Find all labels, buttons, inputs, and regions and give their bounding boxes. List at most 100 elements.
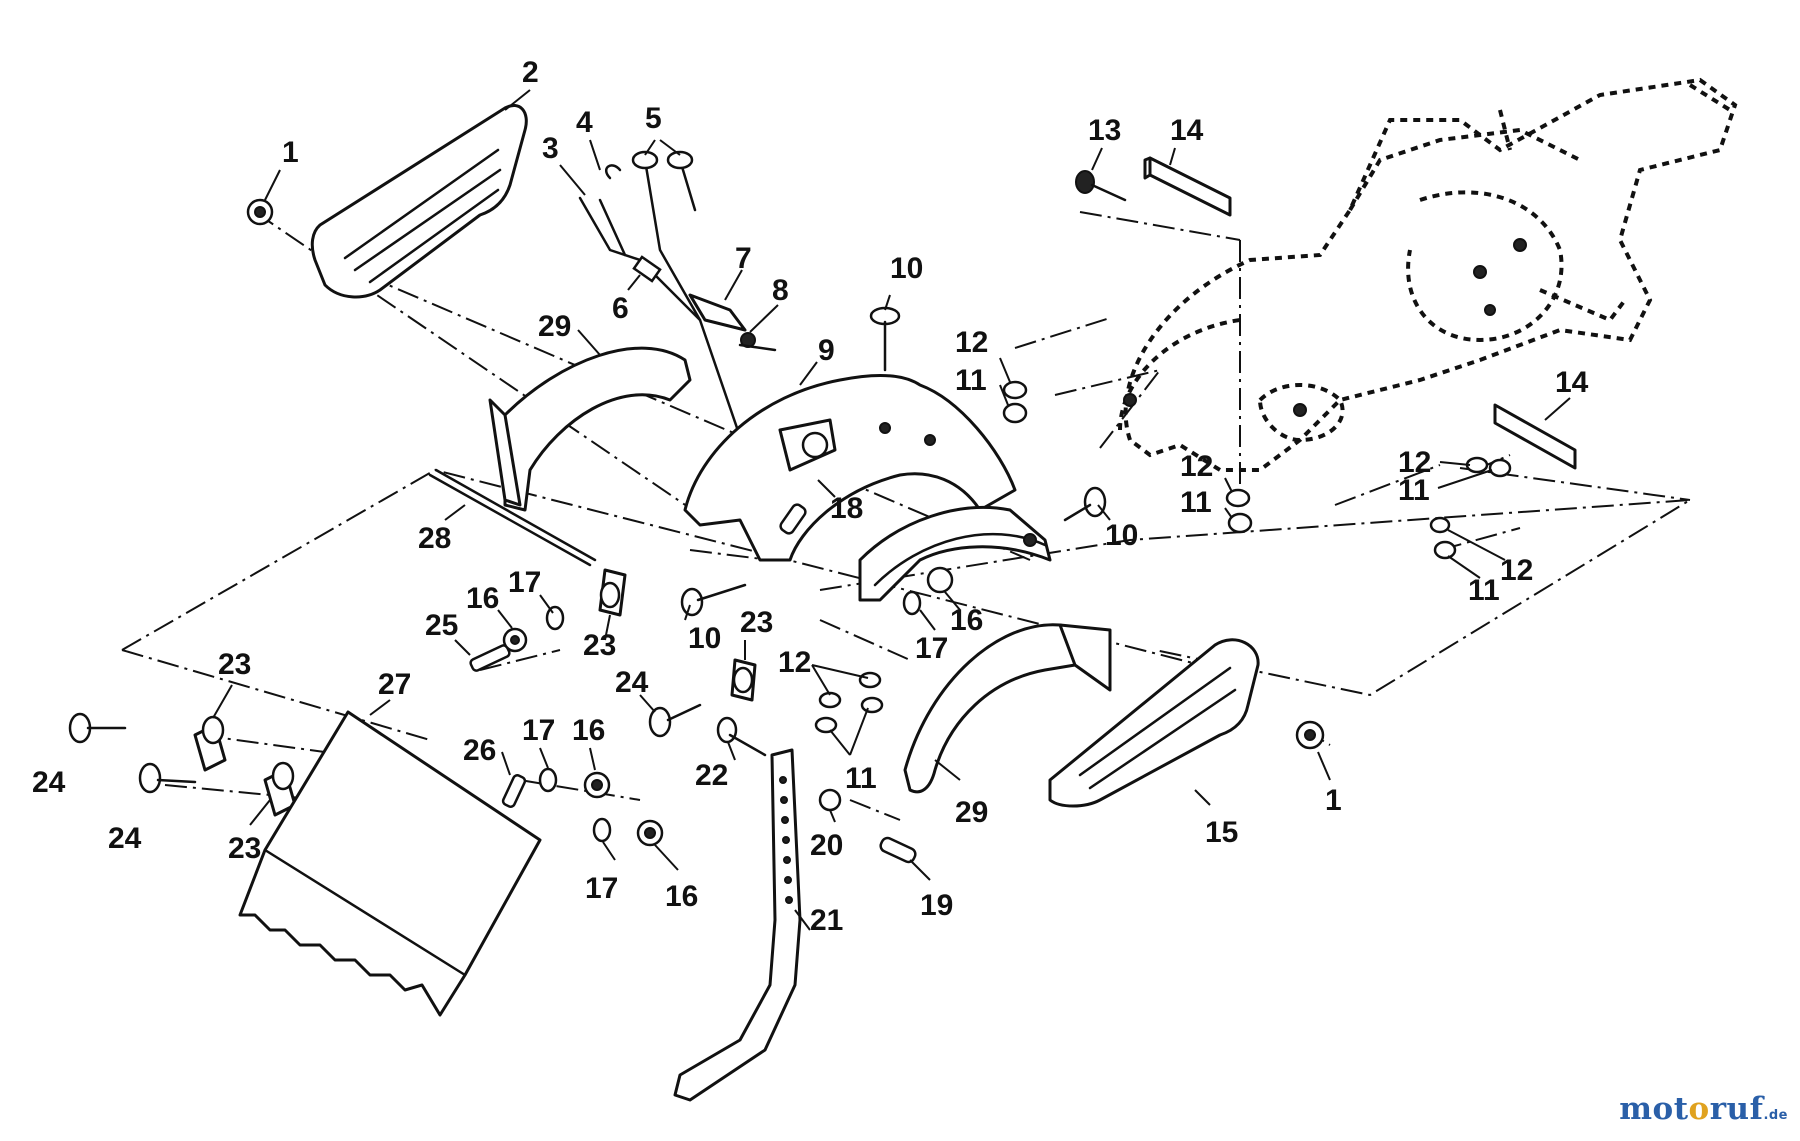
callout-10: 10 [688, 622, 721, 655]
callout-11: 11 [845, 762, 877, 795]
callout-23: 23 [740, 606, 773, 639]
callout-28: 28 [418, 522, 451, 555]
callout-21: 21 [810, 904, 843, 937]
callout-9: 9 [818, 334, 835, 367]
callout-16: 16 [665, 880, 698, 913]
tiller-frame-reference [1118, 77, 1738, 472]
callout-1: 1 [1325, 784, 1342, 817]
callout-16: 16 [572, 714, 605, 747]
callout-17: 17 [522, 714, 555, 747]
callout-13: 13 [1088, 114, 1121, 147]
callout-24: 24 [108, 822, 142, 855]
rod-28 [428, 468, 597, 567]
bolt-22 [716, 716, 767, 757]
callout-labels: 1 2 3 4 5 6 7 8 29 9 10 18 10 10 28 17 1… [32, 56, 1589, 937]
callout-12: 12 [1180, 450, 1213, 483]
washers-12-11-mid [814, 671, 884, 734]
leader-lines [212, 89, 1571, 931]
bolt-26 [501, 774, 527, 808]
callout-12: 12 [778, 646, 811, 679]
bracket-23-b [730, 658, 757, 702]
nut-16-c [636, 819, 664, 847]
callout-19: 19 [920, 889, 953, 922]
hardware-17-16-right [902, 566, 954, 616]
washer-17-b [538, 767, 558, 793]
bolt-10-top [869, 306, 901, 372]
callout-17: 17 [508, 566, 541, 599]
callout-20: 20 [810, 829, 843, 862]
mud-flap-right [903, 623, 1112, 794]
nut-1-left [246, 198, 274, 226]
bolt-24-left-bottom [138, 762, 197, 794]
bracket-23-a [598, 568, 627, 617]
callout-24: 24 [615, 666, 649, 699]
callout-14: 14 [1170, 114, 1204, 147]
watermark-part1: mot [1619, 1091, 1689, 1127]
callout-11: 11 [1468, 574, 1500, 607]
callout-26: 26 [463, 734, 496, 767]
shield-hinge [858, 506, 1052, 602]
bolt-24-mid [648, 703, 702, 738]
callout-16: 16 [466, 582, 499, 615]
callout-11: 11 [955, 364, 987, 397]
washer-17-a [545, 605, 565, 631]
callout-29: 29 [955, 796, 988, 829]
watermark-logo: motoruf.de [1619, 1091, 1788, 1127]
callout-14: 14 [1555, 366, 1589, 399]
callout-12: 12 [955, 326, 988, 359]
side-shield-right [1048, 638, 1260, 808]
pin-19 [879, 836, 917, 864]
callout-23: 23 [583, 629, 616, 662]
washer-17-c [592, 817, 612, 843]
watermark-part2: o [1688, 1091, 1710, 1127]
callout-7: 7 [735, 242, 752, 275]
bracket-23-c [193, 715, 227, 772]
hardware-12-11-right-top [1465, 456, 1512, 478]
callout-11: 11 [1398, 474, 1430, 507]
callout-8: 8 [772, 274, 789, 307]
callout-17: 17 [915, 632, 948, 665]
pin-18 [779, 503, 807, 535]
callout-18: 18 [830, 492, 863, 525]
tine-shield [683, 373, 1017, 562]
callout-3: 3 [542, 132, 559, 165]
bracket-14-right [1493, 403, 1577, 470]
nut-20 [818, 788, 842, 812]
callout-23: 23 [228, 832, 261, 865]
depth-stake-21 [673, 748, 802, 1102]
callout-10: 10 [1105, 519, 1138, 552]
hardware-12-11-upper [1002, 380, 1028, 424]
callout-6: 6 [612, 292, 629, 325]
drag-bar-27 [238, 710, 542, 1017]
depth-linkage [578, 150, 777, 497]
callout-27: 27 [378, 668, 411, 701]
callout-2: 2 [522, 56, 539, 89]
callout-25: 25 [425, 609, 458, 642]
callout-17: 17 [585, 872, 618, 905]
bolt-10-mid [680, 583, 747, 617]
callout-5: 5 [645, 102, 662, 135]
mud-flap-left [488, 346, 692, 512]
bolt-10-right [1063, 486, 1107, 522]
nut-16-b [583, 771, 611, 799]
callout-23: 23 [218, 648, 251, 681]
watermark-part3: ruf [1709, 1091, 1764, 1127]
callout-10: 10 [890, 252, 923, 285]
hardware-12-11-right-bottom [1429, 516, 1457, 560]
hardware-12-11-lower [1225, 488, 1253, 534]
callout-29: 29 [538, 310, 571, 343]
watermark-tld: .de [1763, 1108, 1788, 1123]
callout-4: 4 [576, 106, 593, 139]
callout-22: 22 [695, 759, 728, 792]
side-shield-left [310, 104, 528, 299]
callout-24: 24 [32, 766, 66, 799]
callout-11: 11 [1180, 486, 1212, 519]
callout-16: 16 [950, 604, 983, 637]
callout-12: 12 [1500, 554, 1533, 587]
callout-12: 12 [1398, 446, 1431, 479]
callout-15: 15 [1205, 816, 1238, 849]
bolt-24-left-top [68, 712, 127, 744]
bracket-14-top [1143, 156, 1232, 217]
nut-16-a [502, 627, 528, 653]
